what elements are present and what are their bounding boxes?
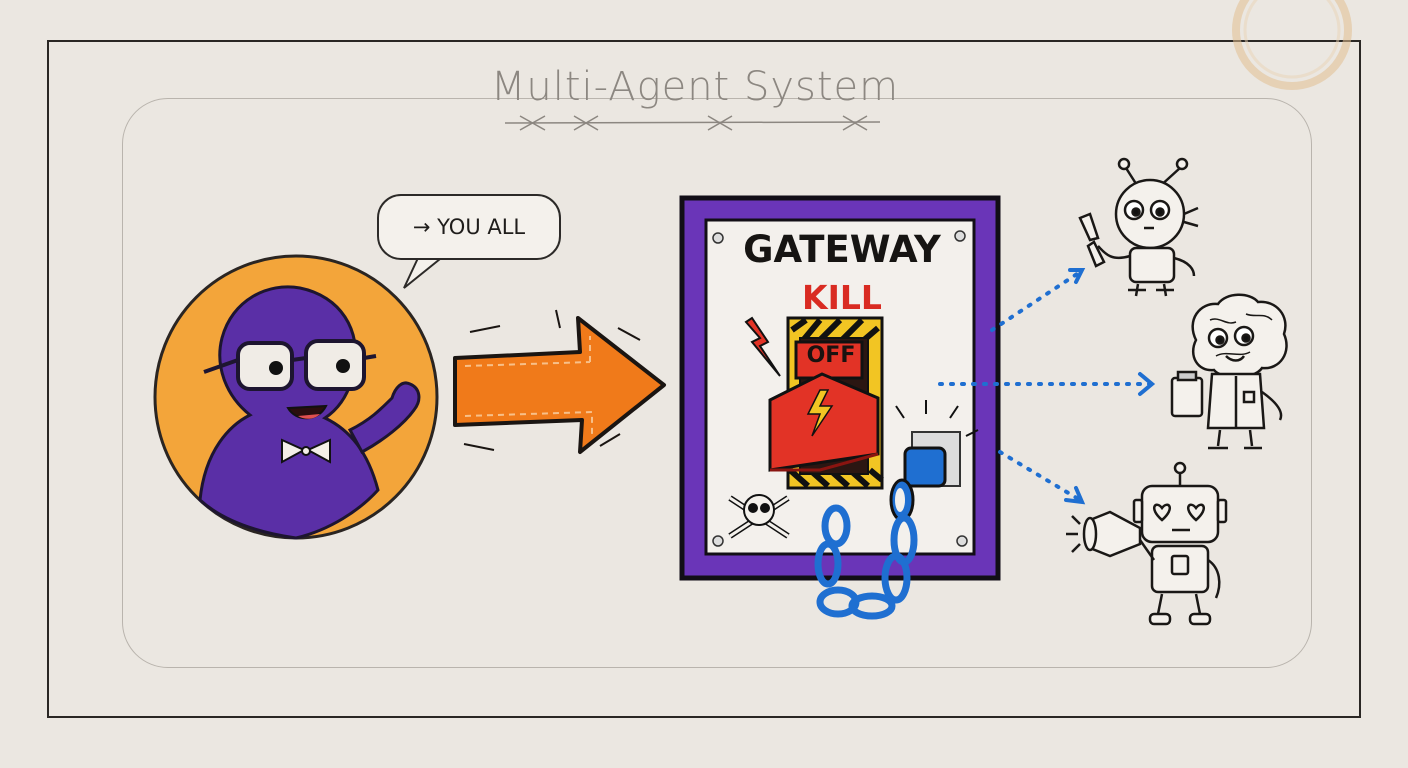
speech-bubble: → YOU ALL <box>377 194 561 260</box>
diagram-title: Multi-Agent System <box>490 64 900 110</box>
lightning-bolt-icon <box>744 316 781 377</box>
coffee-stain <box>1232 0 1352 90</box>
large-arrow-right <box>453 309 666 454</box>
speech-bubble-tail <box>403 257 441 289</box>
gateway-kill-label: KILL <box>802 278 882 317</box>
dotted-arrows <box>938 268 1156 505</box>
multi-agent-system-boundary <box>122 98 1312 668</box>
speech-bubble-text: → YOU ALL <box>412 215 526 239</box>
skull-crossbones-icon <box>728 494 790 539</box>
chain-plug <box>814 446 947 620</box>
robot-megaphone-agent <box>1066 461 1228 626</box>
kill-switch-panel <box>679 195 1001 581</box>
brain-scientist-agent <box>1170 293 1288 450</box>
title-underline <box>504 115 881 131</box>
gateway-title: GATEWAY <box>743 228 941 271</box>
robot-wrench-agent <box>1078 157 1199 297</box>
user-avatar <box>153 254 439 540</box>
switch-off-label: OFF <box>806 343 856 368</box>
outer-frame <box>47 40 1361 718</box>
